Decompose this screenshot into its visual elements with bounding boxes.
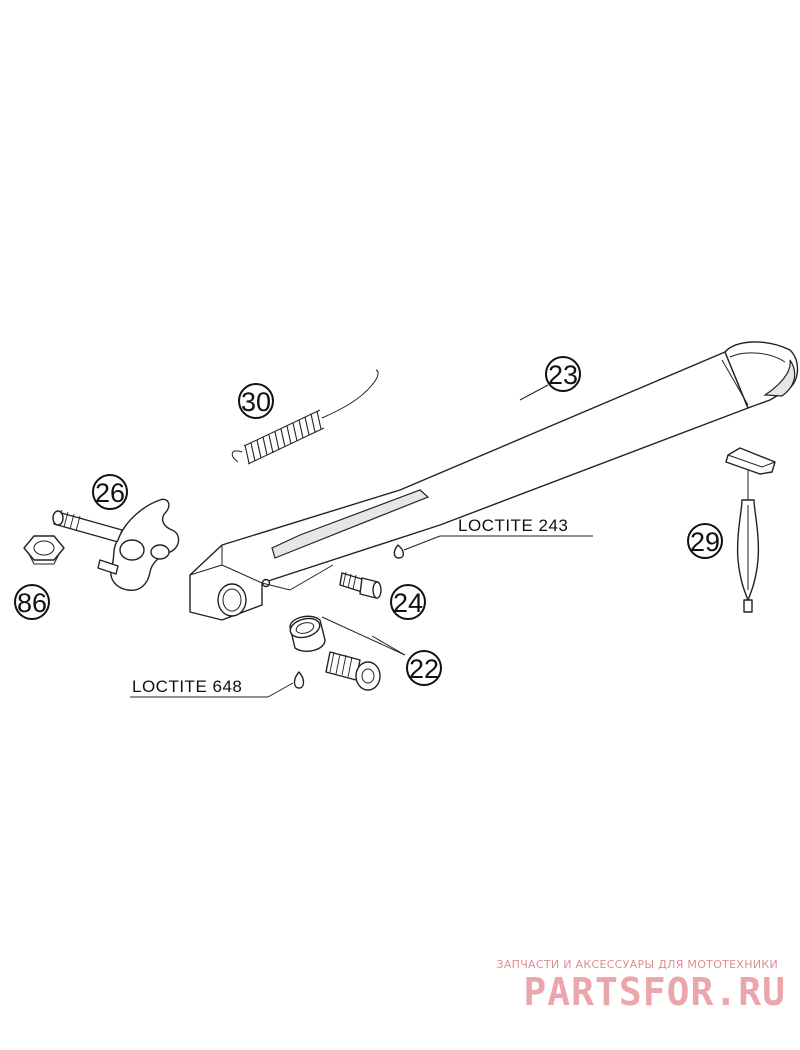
callout-30: 30 xyxy=(238,383,274,419)
svg-text:24: 24 xyxy=(393,588,423,618)
watermark-tagline: ЗАПЧАСТИ И АКСЕССУАРЫ ДЛЯ МОТОТЕХНИКИ xyxy=(496,958,778,971)
hex-nut xyxy=(23,535,65,565)
small-bolt xyxy=(261,564,382,599)
svg-text:86: 86 xyxy=(17,588,47,618)
return-spring xyxy=(231,369,379,465)
side-stand-arm xyxy=(189,341,799,621)
bushing xyxy=(289,615,326,652)
label-loctite-243: LOCTITE 243 xyxy=(458,516,568,535)
watermark: ЗАПЧАСТИ И АКСЕССУАРЫ ДЛЯ МОТОТЕХНИКИ PA… xyxy=(496,958,786,1014)
watermark-brand: PARTSFOR.RU xyxy=(523,970,786,1014)
svg-text:29: 29 xyxy=(690,527,720,557)
callout-86: 86 xyxy=(14,584,50,620)
socket-bolt xyxy=(325,651,381,691)
svg-text:30: 30 xyxy=(241,387,271,417)
svg-text:22: 22 xyxy=(409,654,439,684)
loctite-drop-243 xyxy=(393,535,593,559)
label-loctite-648: LOCTITE 648 xyxy=(132,677,242,696)
leader-22 xyxy=(321,616,406,656)
svg-text:23: 23 xyxy=(548,360,578,390)
callout-24: 24 xyxy=(390,584,426,620)
svg-text:26: 26 xyxy=(95,478,125,508)
stand-tool xyxy=(725,447,776,613)
callout-22: 22 xyxy=(406,650,442,686)
callout-26: 26 xyxy=(92,474,128,510)
callout-23: 23 xyxy=(545,356,581,392)
stand-bracket xyxy=(52,498,180,591)
loctite-drop-648 xyxy=(130,671,305,698)
callout-29: 29 xyxy=(687,523,723,559)
